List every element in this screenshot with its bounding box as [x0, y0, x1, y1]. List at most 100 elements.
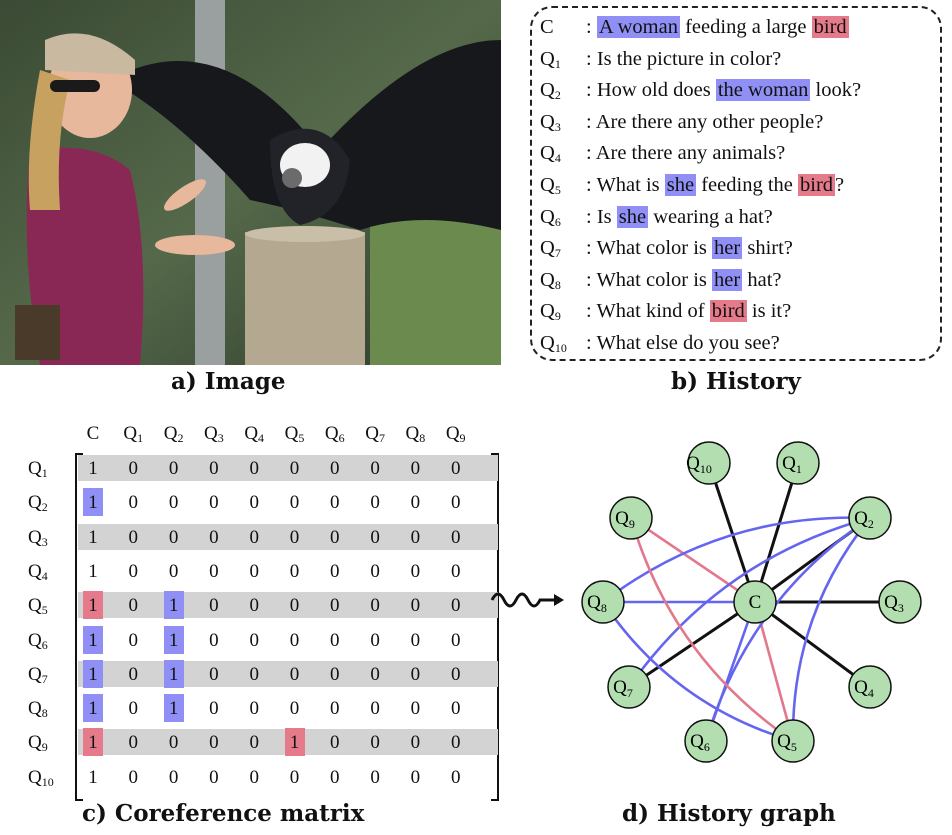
history-text-segment: What is	[596, 174, 665, 196]
history-text-segment: Is	[596, 205, 617, 228]
matrix-highlight-person	[163, 694, 184, 723]
history-label-sub: 6	[554, 214, 561, 229]
matrix-column-header-main: Q	[445, 423, 460, 444]
history-colon: :	[586, 332, 597, 354]
history-label: Q6	[540, 202, 596, 237]
matrix-highlight-person	[83, 625, 103, 654]
graph-node-label-main: Q	[782, 453, 796, 474]
history-text: : A woman feeding a large bird	[586, 12, 849, 42]
history-label-sub: 10	[554, 341, 567, 355]
photo-woman-feeding-bird	[0, 0, 501, 365]
matrix-column-header-sub: 7	[378, 431, 385, 445]
graph-node-q4: Q4	[848, 665, 892, 709]
history-colon: :	[586, 174, 597, 196]
matrix-cell: 0	[330, 595, 340, 617]
graph-node-label-main: Q	[686, 453, 700, 474]
history-label-main: Q	[540, 237, 555, 260]
history-text: : Are there any animals?	[586, 138, 785, 168]
matrix-cell: 0	[450, 458, 461, 479]
history-text: : How old does the woman look?	[586, 75, 861, 105]
matrix-cell: 0	[330, 732, 340, 754]
matrix-cell: 0	[410, 732, 421, 754]
history-label: C	[540, 12, 596, 42]
matrix-highlight-person	[163, 659, 184, 688]
matrix-cell: 0	[450, 560, 461, 582]
graph-node-q8: Q8	[581, 580, 625, 624]
history-text-segment: Are there any animals?	[595, 142, 786, 165]
history-colon: :	[586, 79, 597, 102]
matrix-row-label-sub: 6	[41, 637, 48, 652]
matrix-cell: 0	[370, 663, 380, 685]
graph-edge-c-q1	[753, 462, 800, 603]
matrix-cell: 0	[370, 698, 380, 720]
graph-node-label-sub: 4	[868, 686, 874, 700]
history-label-main: Q	[540, 268, 555, 291]
history-label-main: C	[540, 16, 554, 38]
matrix-row-label: Q3	[28, 522, 72, 558]
history-label-sub: 3	[554, 119, 561, 134]
history-text-segment: hat?	[742, 268, 782, 291]
matrix-cell: 0	[249, 766, 259, 788]
history-label: Q4	[540, 138, 596, 173]
matrix-highlight-person	[163, 625, 184, 654]
matrix-cell: 1	[88, 560, 98, 582]
history-text: : What is she feeding the bird?	[586, 170, 844, 200]
history-label-main: Q	[540, 47, 555, 70]
matrix-cell: 0	[209, 560, 219, 582]
history-label-main: Q	[540, 205, 555, 228]
matrix-highlight-bird	[284, 728, 305, 757]
graph-node-label-sub: 10	[700, 462, 712, 476]
matrix-row-label-sub: 9	[41, 740, 48, 755]
matrix-cell: 0	[249, 458, 259, 479]
matrix-cell: 0	[168, 458, 179, 479]
matrix-cell: 0	[330, 629, 340, 651]
matrix-column-header-sub: 9	[459, 431, 466, 445]
matrix-cell: 1	[168, 698, 179, 720]
coref-highlight-bird: bird	[811, 16, 849, 38]
graph-node-label-main: Q	[854, 677, 868, 698]
matrix-left-bracket	[75, 453, 83, 801]
graph-node-label: C	[749, 592, 762, 613]
graph-node-label-sub: 8	[601, 601, 607, 615]
matrix-cell: 0	[410, 560, 421, 582]
graph-caption: d) History graph	[622, 800, 836, 827]
matrix-highlight-person	[83, 694, 103, 723]
matrix-cell: 0	[330, 458, 340, 479]
matrix-column-header: C	[73, 418, 113, 449]
squiggle-arrow-icon	[490, 592, 564, 608]
matrix-row-label-sub: 10	[41, 774, 54, 789]
history-label-main: Q	[540, 332, 555, 354]
matrix-cell: 0	[249, 663, 259, 685]
matrix-row-label-main: Q	[28, 663, 42, 685]
matrix-cell: 0	[330, 560, 340, 582]
image-caption: a) Image	[171, 368, 286, 395]
matrix-highlight-person	[83, 488, 103, 517]
matrix-column-header-main: Q	[324, 423, 339, 444]
matrix-cell: 0	[410, 663, 421, 685]
matrix-column-header-main: Q	[365, 423, 379, 444]
matrix-cell: 1	[88, 732, 98, 754]
matrix-cell: 0	[330, 698, 340, 720]
history-colon: :	[586, 300, 597, 323]
graph-edge-q2-q7	[627, 516, 871, 688]
matrix-column-header-main: Q	[244, 423, 259, 444]
matrix-cell: 0	[289, 492, 300, 514]
graph-node-label-sub: 9	[629, 517, 635, 531]
matrix-cell: 0	[128, 732, 139, 754]
matrix-cell: 0	[168, 560, 179, 582]
history-text: : Is the picture in color?	[586, 44, 781, 74]
graph-node-label: Q1	[782, 453, 802, 476]
matrix-row-label: Q2	[28, 487, 72, 523]
matrix-cell: 0	[209, 698, 219, 720]
graph-node-label-main: C	[749, 592, 762, 613]
graph-edge-q2-q8	[602, 516, 871, 604]
matrix-highlight-bird	[83, 591, 103, 620]
matrix-row-label-main: Q	[28, 526, 42, 548]
graph-node-label-main: Q	[884, 592, 898, 613]
graph-node-circle	[878, 580, 922, 624]
matrix-column-header-sub: 1	[137, 431, 144, 445]
matrix-right-bracket	[491, 453, 499, 801]
